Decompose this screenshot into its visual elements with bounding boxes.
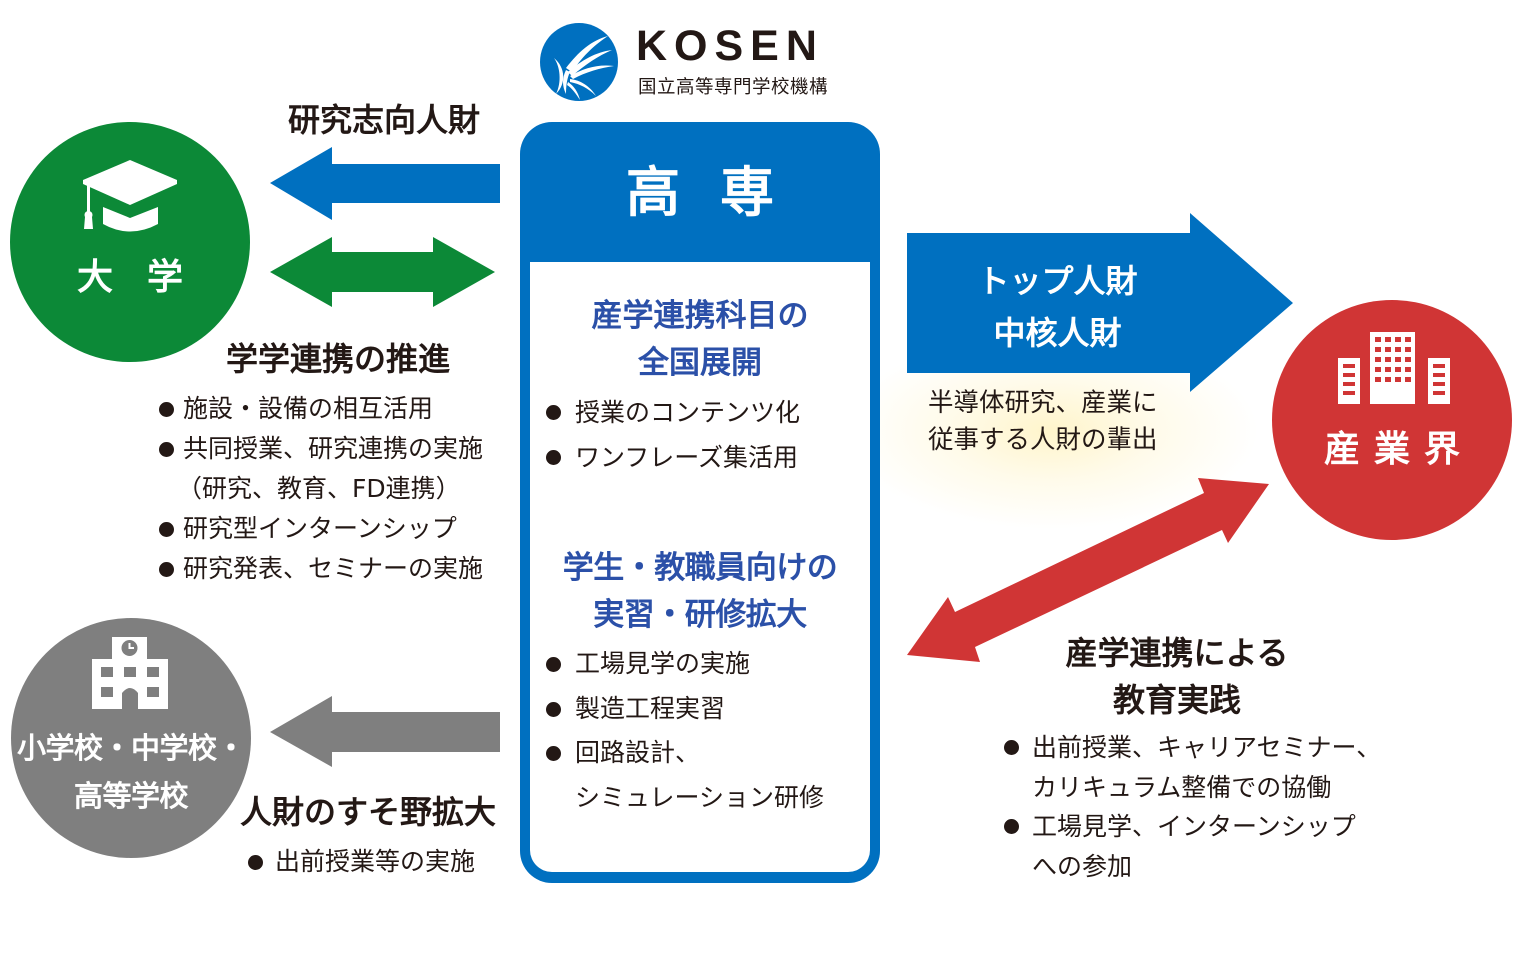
list-item: 研究発表、セミナーの実施	[150, 549, 483, 589]
training-list: 工場見学の実施 製造工程実習 回路設計、 シミュレーション研修	[530, 642, 824, 820]
bullet-icon	[1004, 740, 1019, 755]
bullet-icon	[546, 450, 561, 465]
school-building-icon	[92, 637, 168, 709]
list-item-text: への参加	[1032, 852, 1133, 882]
list-item: ワンフレーズ集活用	[530, 435, 800, 480]
bullet-icon	[159, 562, 174, 577]
list-item-text: 研究発表、セミナーの実施	[183, 554, 484, 583]
list-item-text: （研究、教育、FD連携）	[177, 474, 461, 503]
caption-line: 従事する人財の輩出	[928, 425, 1158, 455]
university-node: 大学	[10, 122, 250, 362]
list-item-text: 製造工程実習	[575, 693, 726, 723]
bullet-icon	[546, 746, 561, 761]
graduation-cap-icon	[83, 160, 177, 232]
kosen-logo-icon	[540, 23, 618, 101]
section-title-training: 学生・教職員向けの 実習・研修拡大	[530, 545, 870, 639]
section-title-line: 学生・教職員向けの	[562, 550, 838, 586]
inter-academic-title: 学学連携の推進	[226, 340, 451, 378]
caption-line: 半導体研究、産業に	[928, 388, 1158, 418]
list-item-text: 共同授業、研究連携の実施	[183, 434, 484, 463]
list-item: 工場見学、インターンシップ への参加	[995, 807, 1381, 886]
list-item-text: ワンフレーズ集活用	[575, 443, 799, 472]
list-item: 回路設計、 シミュレーション研修	[530, 731, 824, 820]
bullet-icon	[546, 405, 561, 420]
list-item-text: 出前授業等の実施	[275, 847, 476, 876]
list-item: 出前授業等の実施	[240, 842, 475, 882]
arrow-kosen-university-bidirectional	[270, 237, 495, 307]
industry-academic-title: 産学連携による 教育実践	[1027, 630, 1327, 724]
bullet-icon	[546, 701, 561, 717]
bullet-icon	[248, 855, 263, 870]
university-label: 大学	[76, 257, 217, 298]
arrow-kosen-to-schools	[270, 696, 500, 767]
list-item-text: 授業のコンテンツ化	[575, 398, 801, 427]
list-item-text: 施設・設備の相互活用	[183, 394, 434, 423]
list-item-text: シミュレーション研修	[575, 782, 825, 812]
bullet-icon	[159, 442, 174, 457]
list-item: 工場見学の実施	[530, 642, 824, 687]
industry-talent-label: トップ人財 中核人財	[916, 255, 1199, 359]
bullet-icon	[159, 402, 174, 417]
list-item: 授業のコンテンツ化	[530, 390, 800, 435]
schools-label-line: 高等学校	[73, 779, 189, 813]
industry-talent-line: 中核人財	[993, 314, 1122, 352]
list-item-text: 工場見学の実施	[575, 649, 751, 678]
list-item-text: 回路設計、	[575, 738, 701, 767]
outreach-list: 出前授業等の実施	[240, 842, 475, 882]
list-item: 施設・設備の相互活用	[150, 389, 483, 429]
outreach-title: 人財のすそ野拡大	[240, 793, 497, 831]
kosen-wordmark: KOSEN	[636, 22, 824, 70]
schools-node: 小学校・中学校・ 高等学校	[11, 618, 251, 858]
industry-node: 産業界	[1272, 300, 1512, 540]
office-buildings-icon	[1338, 332, 1450, 404]
curriculum-list: 授業のコンテンツ化 ワンフレーズ集活用	[530, 390, 800, 480]
list-item: 出前授業、キャリアセミナー、 カリキュラム整備での協働	[995, 728, 1381, 807]
kosen-subtitle: 国立高等専門学校機構	[638, 77, 829, 98]
list-item-text: 工場見学、インターンシップ	[1032, 812, 1356, 842]
kosen-panel-body: 産学連携科目の 全国展開 授業のコンテンツ化 ワンフレーズ集活用 学生・教職員向…	[530, 262, 870, 872]
bullet-icon	[159, 522, 174, 537]
schools-label: 小学校・中学校・ 高等学校	[11, 724, 251, 820]
industry-label: 産業界	[1323, 429, 1474, 470]
list-item: 共同授業、研究連携の実施 （研究、教育、FD連携）	[150, 429, 483, 509]
industry-academic-title-line: 産学連携による	[1065, 634, 1289, 672]
arrow-kosen-to-university	[270, 147, 500, 220]
list-item-text: 研究型インターンシップ	[183, 514, 457, 543]
bullet-icon	[1004, 819, 1019, 835]
bullet-icon	[546, 657, 561, 672]
section-title-line: 実習・研修拡大	[593, 597, 807, 633]
kosen-title: 高専	[626, 161, 814, 224]
industry-talent-line: トップ人財	[977, 262, 1138, 300]
section-title-line: 全国展開	[638, 345, 762, 381]
list-item: 製造工程実習	[530, 687, 824, 732]
schools-label-line: 小学校・中学校・	[16, 731, 246, 765]
section-title-line: 産学連携科目の	[591, 298, 809, 334]
list-item: 研究型インターンシップ	[150, 509, 483, 549]
list-item-text: 出前授業、キャリアセミナー、	[1032, 733, 1382, 762]
inter-academic-list: 施設・設備の相互活用 共同授業、研究連携の実施 （研究、教育、FD連携） 研究型…	[150, 389, 483, 589]
industry-academic-title-line: 教育実践	[1112, 681, 1241, 719]
section-title-curriculum: 産学連携科目の 全国展開	[530, 293, 870, 387]
research-talent-label: 研究志向人財	[288, 101, 481, 139]
industry-academic-list: 出前授業、キャリアセミナー、 カリキュラム整備での協働 工場見学、インターンシッ…	[995, 728, 1381, 887]
industry-talent-caption: 半導体研究、産業に 従事する人財の輩出	[928, 385, 1158, 459]
list-item-text: カリキュラム整備での協働	[1032, 772, 1332, 802]
kosen-panel: 高専 産学連携科目の 全国展開 授業のコンテンツ化 ワンフレーズ集活用 学生・教…	[520, 122, 880, 883]
